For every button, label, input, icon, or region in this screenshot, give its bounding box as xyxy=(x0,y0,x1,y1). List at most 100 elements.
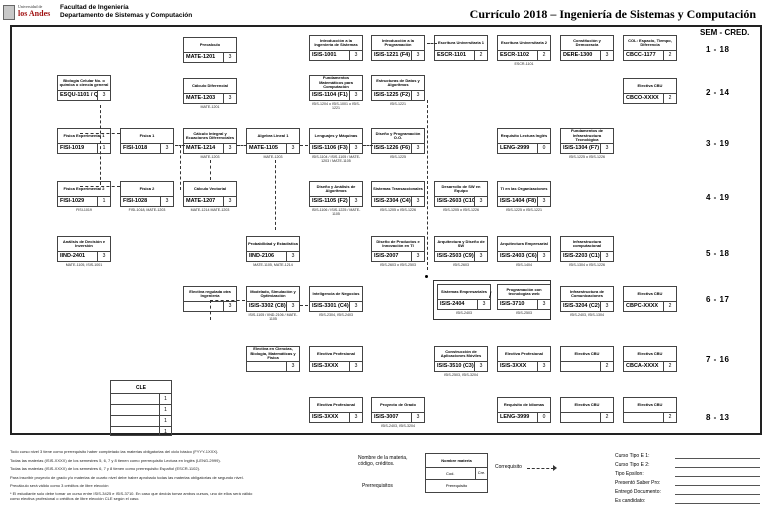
cle-row: 1 xyxy=(110,427,172,436)
course-name: Arquitectura Empresarial xyxy=(497,236,551,251)
course-prerequisite: FISI-1018, MATE-1203 xyxy=(128,208,166,212)
course-credits: 3 xyxy=(411,197,424,206)
course-code: ISIS-2304 (C4) xyxy=(374,198,411,205)
course-code-row: ISIS-3510 (C3)3 xyxy=(434,361,488,372)
course-prerequisite: ISIS-1304 o ISIS-1226 xyxy=(569,263,605,267)
course-code: ISIS-3301 (C4) xyxy=(312,303,349,310)
course-code: ISIS-2503 (C9) xyxy=(437,253,474,260)
course-prerequisite: MATE-1203 xyxy=(200,155,220,159)
course-code: ESCR-1101 xyxy=(437,52,467,59)
note-line: Todas las materias (ISIS-XXXX) de los se… xyxy=(10,466,201,471)
course-name: Requisito de Idiomas xyxy=(497,397,551,412)
course-code xyxy=(561,362,600,371)
course-name: Cálculo Integral y Ecuaciones Diferencia… xyxy=(183,128,237,143)
course-name: Biología Celular No. o química o ciencia… xyxy=(57,75,111,90)
course-code: ISIS-2403 (C6) xyxy=(500,253,537,260)
course-credits: 3 xyxy=(223,197,236,206)
course-credits: 2 xyxy=(537,51,550,60)
course-credits: 3 xyxy=(600,252,613,261)
faculty-heading: Facultad de Ingeniería Departamento de S… xyxy=(60,4,192,20)
course-name: Electiva CBU xyxy=(623,286,677,301)
course-prerequisite: ISIS-1404 xyxy=(516,263,532,267)
course-credits: 3 xyxy=(600,144,613,153)
course-card: Introducción a la Ingeniería de Sistemas… xyxy=(309,35,363,61)
course-code: IIND-2106 xyxy=(249,253,275,260)
field-row: Curso Tipo E 1: xyxy=(615,453,760,459)
course-name: Electiva CBU xyxy=(623,346,677,361)
course-code-row: ISIS-3302 (C8)3 xyxy=(246,301,300,312)
course-code xyxy=(184,302,223,311)
course-name: Cálculo Vectorial xyxy=(183,181,237,196)
course-credits: 3 xyxy=(537,362,550,371)
elective-group-box xyxy=(433,280,551,320)
course-credits: 3 xyxy=(349,91,362,100)
course-credits: 3 xyxy=(349,413,362,422)
course-code: IIND-2401 xyxy=(60,253,86,260)
course-code-row: ISIS-1225 (F2)3 xyxy=(371,90,425,101)
course-code xyxy=(247,362,286,371)
course-credits: 3 xyxy=(600,51,613,60)
note-line: como electiva profesional o créditos de … xyxy=(10,495,140,501)
course-credits: 3 xyxy=(600,302,613,311)
course-prerequisite: ESCR-1101 xyxy=(514,62,534,66)
course-name: Algebra Lineal 1 xyxy=(246,128,300,143)
course-code: FISI-1018 xyxy=(123,145,148,152)
legend-sample-box: Nombre materia Cod. Cre. Prerequisito xyxy=(425,453,488,493)
semester-credits: 1 - 18 xyxy=(706,45,730,54)
course-prerequisite: ISIS-2603 xyxy=(453,263,469,267)
course-name: Introducción a la Programación xyxy=(371,35,425,50)
course-name: Física Experimental 2 xyxy=(57,181,111,196)
semester-credits: 3 - 19 xyxy=(706,139,730,148)
cle-title: CLE xyxy=(110,380,172,394)
connector-line xyxy=(210,300,245,301)
course-credits: 0 xyxy=(537,144,550,153)
course-card: Electiva en Ciencias, Biología, Matemáti… xyxy=(246,346,300,372)
course-code-row: ISIS-1226 (F6)3 xyxy=(371,143,425,154)
course-credits: 2 xyxy=(663,362,676,371)
course-card: Diseño y Programación O.O.ISIS-1226 (F6)… xyxy=(371,128,425,159)
curriculum-frame xyxy=(10,25,762,435)
course-code: ESQU-1101 / QUIM-1101 xyxy=(60,92,97,99)
course-code-row: 2 xyxy=(560,412,614,423)
course-prerequisite: ISIS-1204 o ISIS-1001 o ISIS-1221 xyxy=(312,102,360,110)
course-code: FISI-1019 xyxy=(60,145,85,152)
course-credits: 2 xyxy=(663,51,676,60)
legend-coreq-label: Correquisito xyxy=(495,464,522,470)
course-code: MATE-1203 xyxy=(186,95,216,102)
course-code: ISIS-1404 (F8) xyxy=(500,198,537,205)
course-credits: 2 xyxy=(600,362,613,371)
course-name: Precalculo xyxy=(183,37,237,52)
note-line: Todas las materias (ISIS-XXXX) de los se… xyxy=(10,457,221,463)
course-name: Física Experimental 1 xyxy=(57,128,111,143)
legend-prereq-label: Prerrequisitos xyxy=(362,483,393,489)
course-credits: 3 xyxy=(286,362,299,371)
course-credits: 0 xyxy=(537,413,550,422)
